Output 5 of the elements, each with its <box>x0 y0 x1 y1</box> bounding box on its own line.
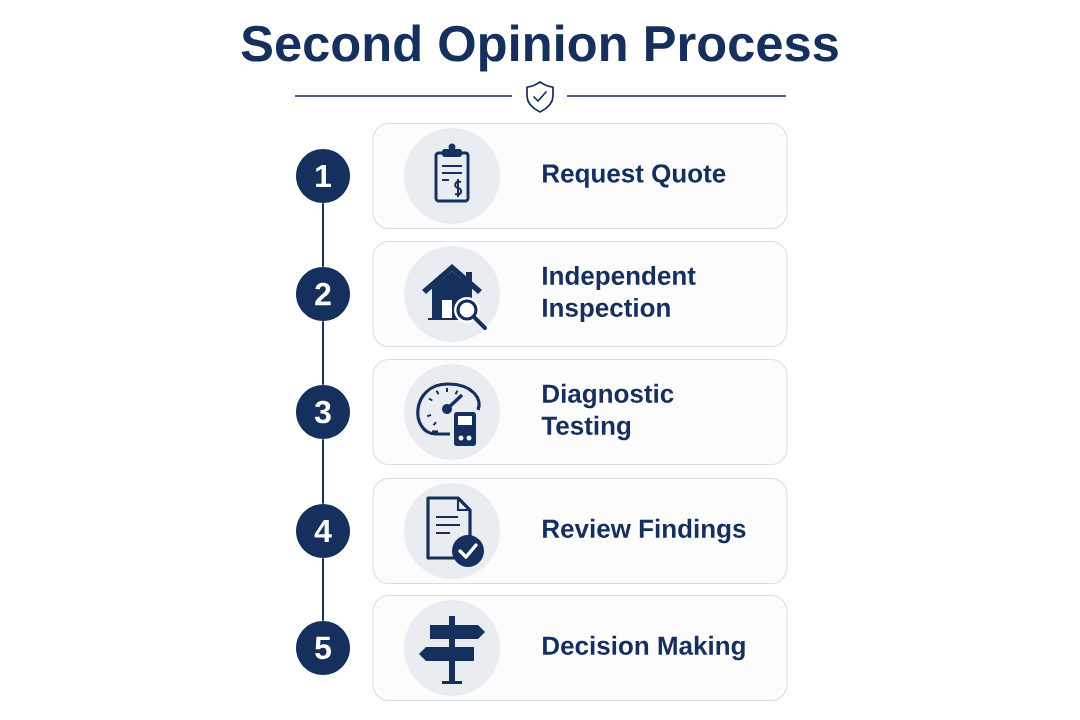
connector-line <box>322 438 324 505</box>
connector-line <box>322 557 324 622</box>
connector-line <box>322 202 324 268</box>
title: Second Opinion Process <box>241 24 838 72</box>
connector-line <box>322 320 324 386</box>
